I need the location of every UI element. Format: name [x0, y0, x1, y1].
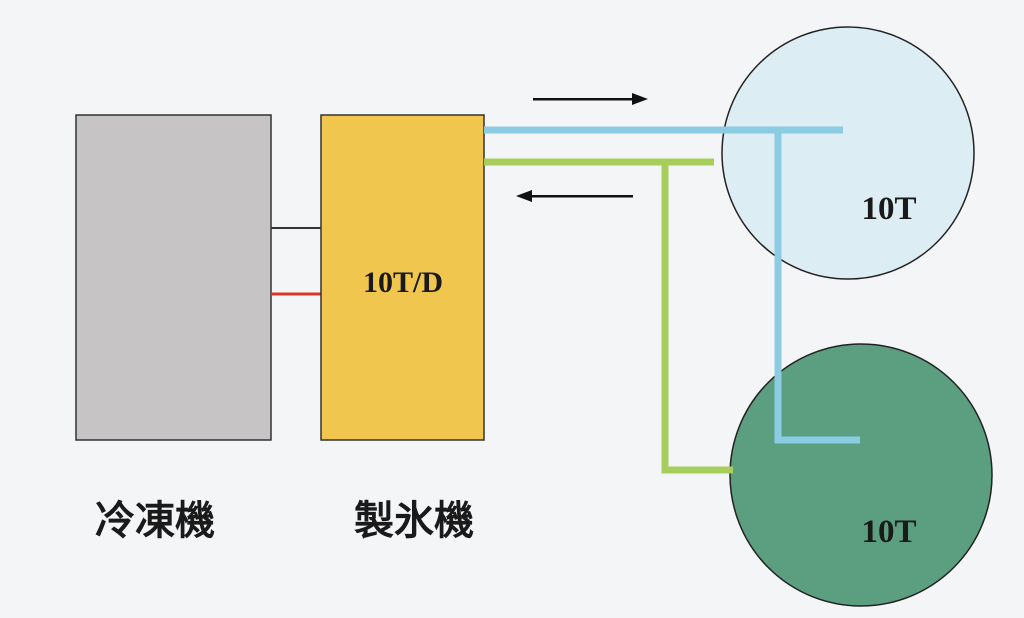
lower-tank-label: 10T [861, 514, 916, 550]
ice-maker-label: 製氷機 [354, 498, 474, 544]
return-pipe [484, 158, 733, 474]
ice-maker-block [320, 114, 485, 441]
return-pipe-branch [661, 162, 733, 474]
left-arrow-head [516, 190, 532, 202]
supply-pipe [484, 126, 860, 444]
ice-maker-rating: 10T/D [363, 266, 443, 299]
refrigerator-label: 冷凍機 [95, 498, 215, 544]
left-arrow-shaft [530, 195, 633, 198]
upper-tank [721, 26, 975, 280]
right-arrow-icon [533, 93, 648, 105]
upper-tank-label: 10T [861, 191, 916, 227]
lower-tank [729, 343, 993, 607]
left-arrow-icon [516, 190, 633, 202]
right-arrow-shaft [533, 98, 635, 101]
refrigerator-block [75, 114, 272, 441]
supply-pipe-branch [774, 130, 860, 444]
right-arrow-head [632, 93, 648, 105]
